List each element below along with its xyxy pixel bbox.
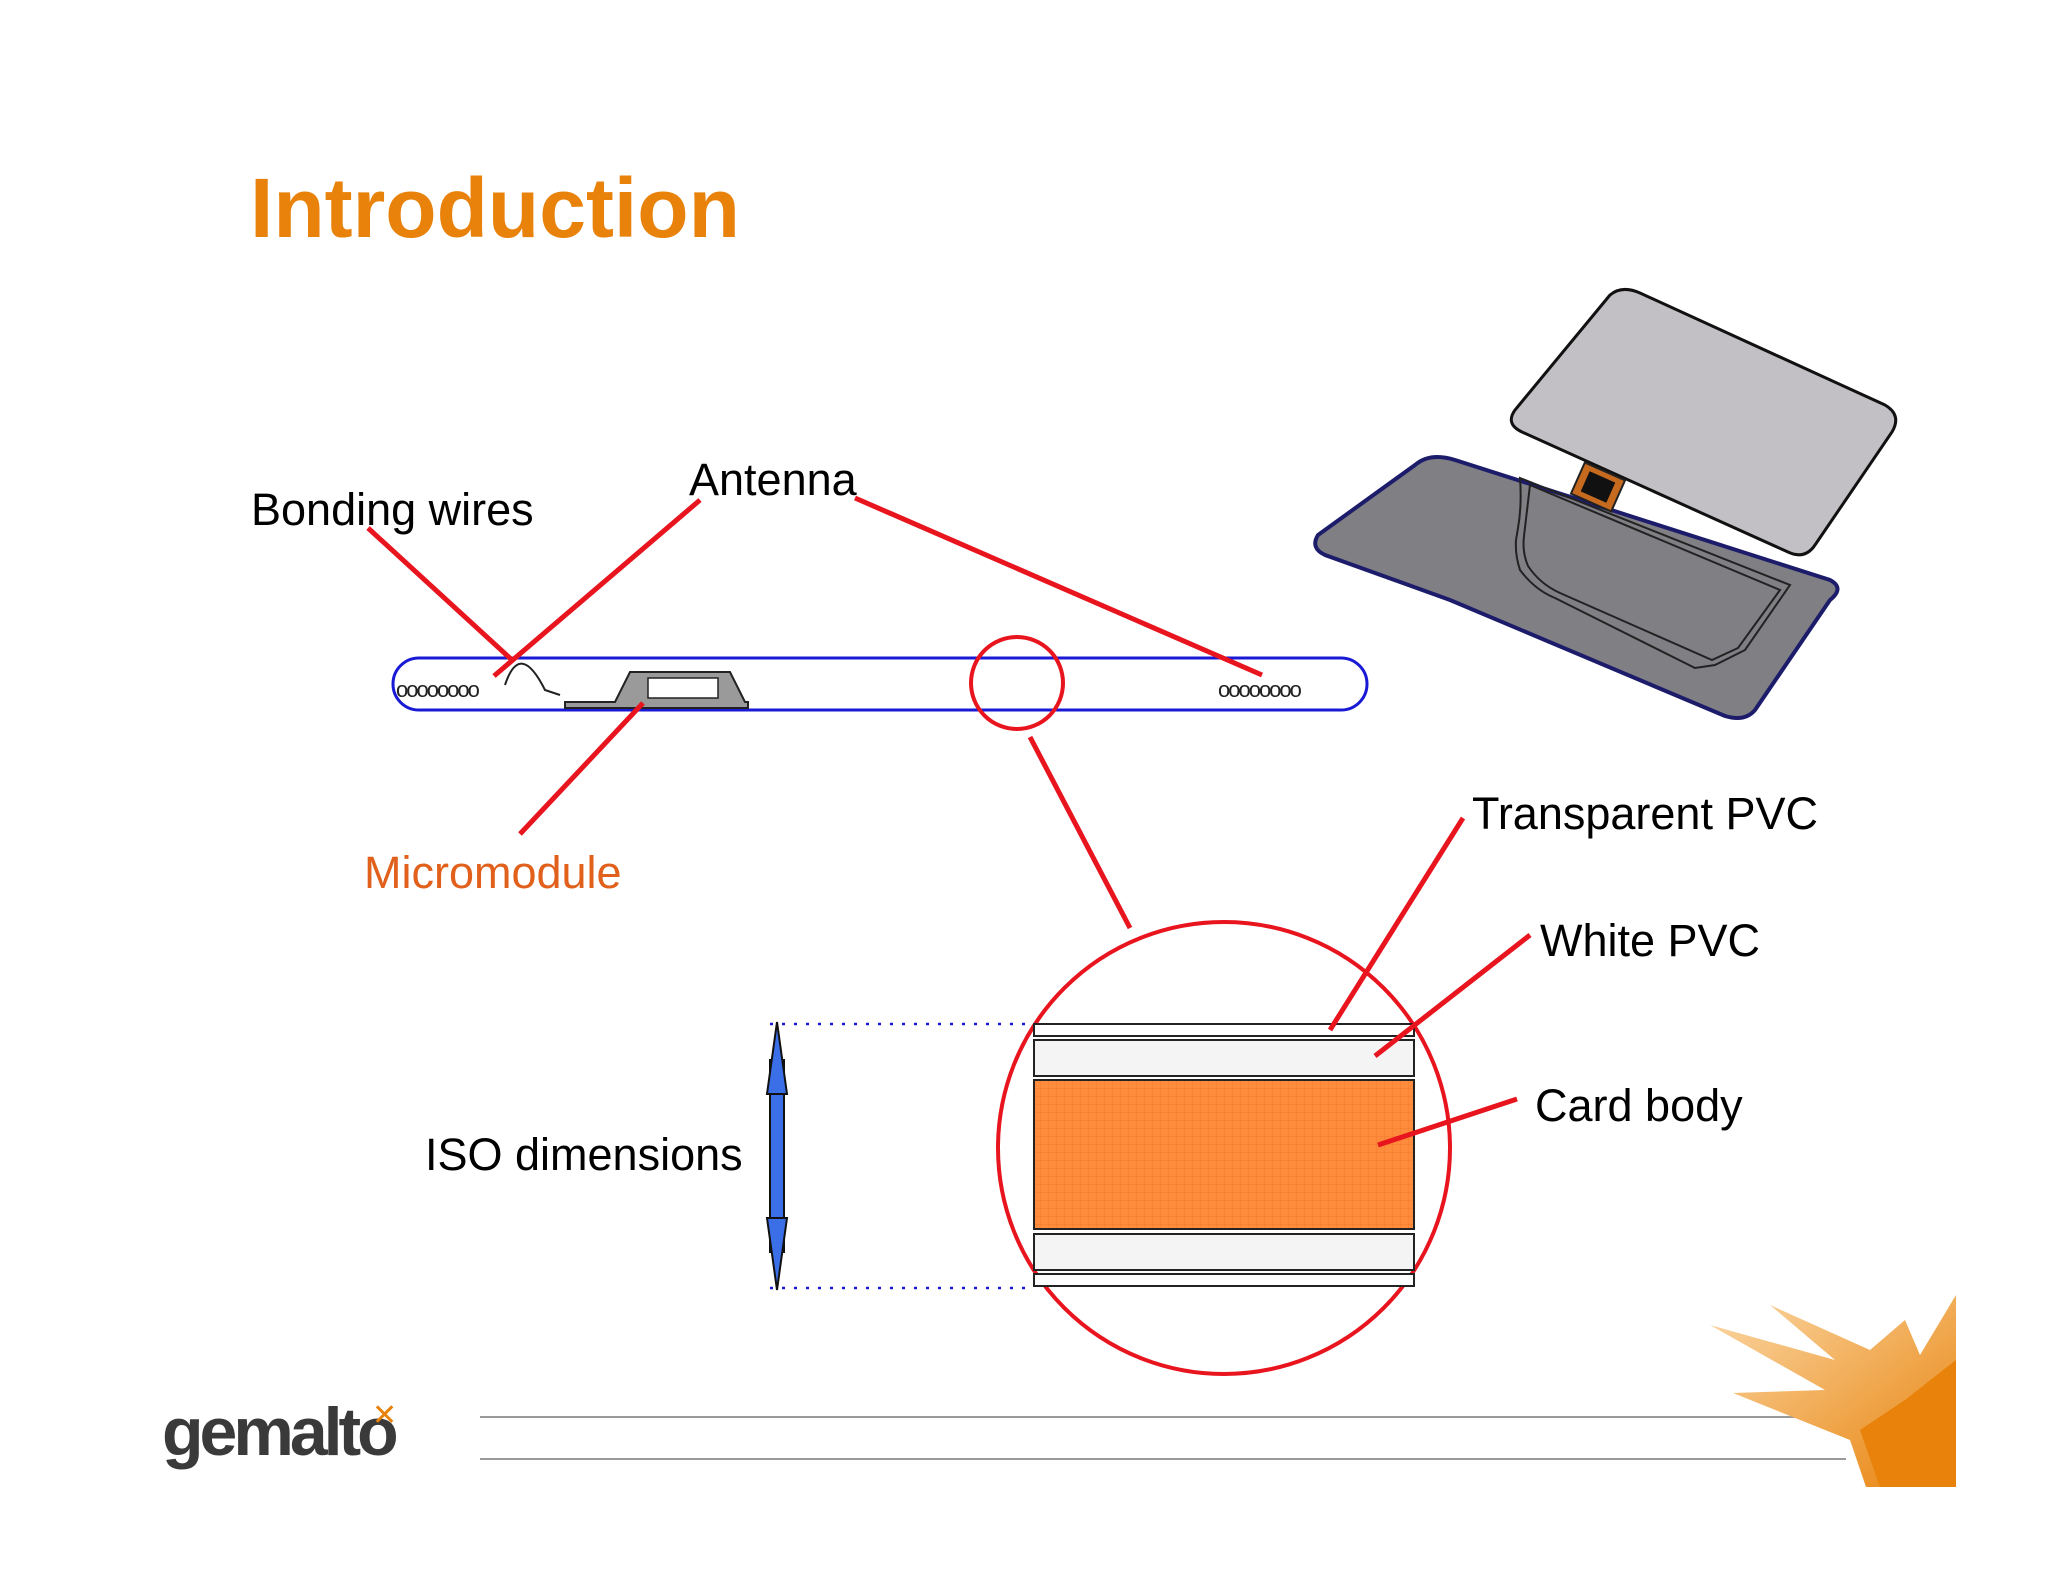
- gemalto-logo: gemalto: [162, 1394, 399, 1470]
- card-antenna-coil: [1514, 476, 1792, 670]
- bonding-wire: [504, 662, 561, 696]
- card-chip-module: [1569, 461, 1627, 513]
- antenna-label: Antenna: [689, 454, 857, 505]
- zoom-source-circle: [969, 635, 1065, 731]
- transparent-pvc-leader: [1327, 816, 1466, 1032]
- exploded-card-illustration: [1313, 288, 1898, 720]
- card-body-core: [1033, 1079, 1415, 1230]
- iso-dimension-arrow-icon: [765, 1021, 789, 1291]
- antenna-coil-right: oooooooo: [1218, 677, 1302, 702]
- white-pvc-label: White PVC: [1540, 915, 1761, 966]
- micromodule-shape: [564, 671, 749, 709]
- card-top-layer: [1509, 288, 1898, 557]
- transparent-pvc-label: Transparent PVC: [1472, 788, 1818, 839]
- transparent-pvc-top: [1033, 1023, 1415, 1037]
- card-body-label: Card body: [1535, 1080, 1743, 1131]
- transparent-pvc-bottom: [1033, 1273, 1415, 1287]
- bonding-wires-label: Bonding wires: [251, 484, 534, 535]
- card-bottom-layer: [1313, 454, 1840, 720]
- decorative-starburst: [1710, 1295, 1956, 1487]
- card-body-leader: [1377, 1096, 1518, 1148]
- leader-lines: [366, 495, 1532, 1148]
- white-pvc-top: [1033, 1039, 1415, 1077]
- micromodule-leader: [518, 701, 645, 836]
- antenna-leader-right: [854, 495, 1263, 678]
- antenna-coil-left: oooooooo: [396, 677, 480, 702]
- iso-dimensions-label: ISO dimensions: [425, 1129, 743, 1180]
- pvc-layer-stack: [1033, 1023, 1415, 1287]
- zoom-connector-line: [1027, 735, 1133, 930]
- bonding-wires-leader: [366, 526, 514, 662]
- gemalto-logo-star-icon: ✕: [372, 1399, 398, 1432]
- antenna-leader-left: [492, 498, 702, 678]
- slide-title: Introduction: [250, 161, 740, 255]
- white-pvc-bottom: [1033, 1233, 1415, 1271]
- micromodule-label: Micromodule: [364, 847, 622, 898]
- white-pvc-leader: [1373, 933, 1532, 1058]
